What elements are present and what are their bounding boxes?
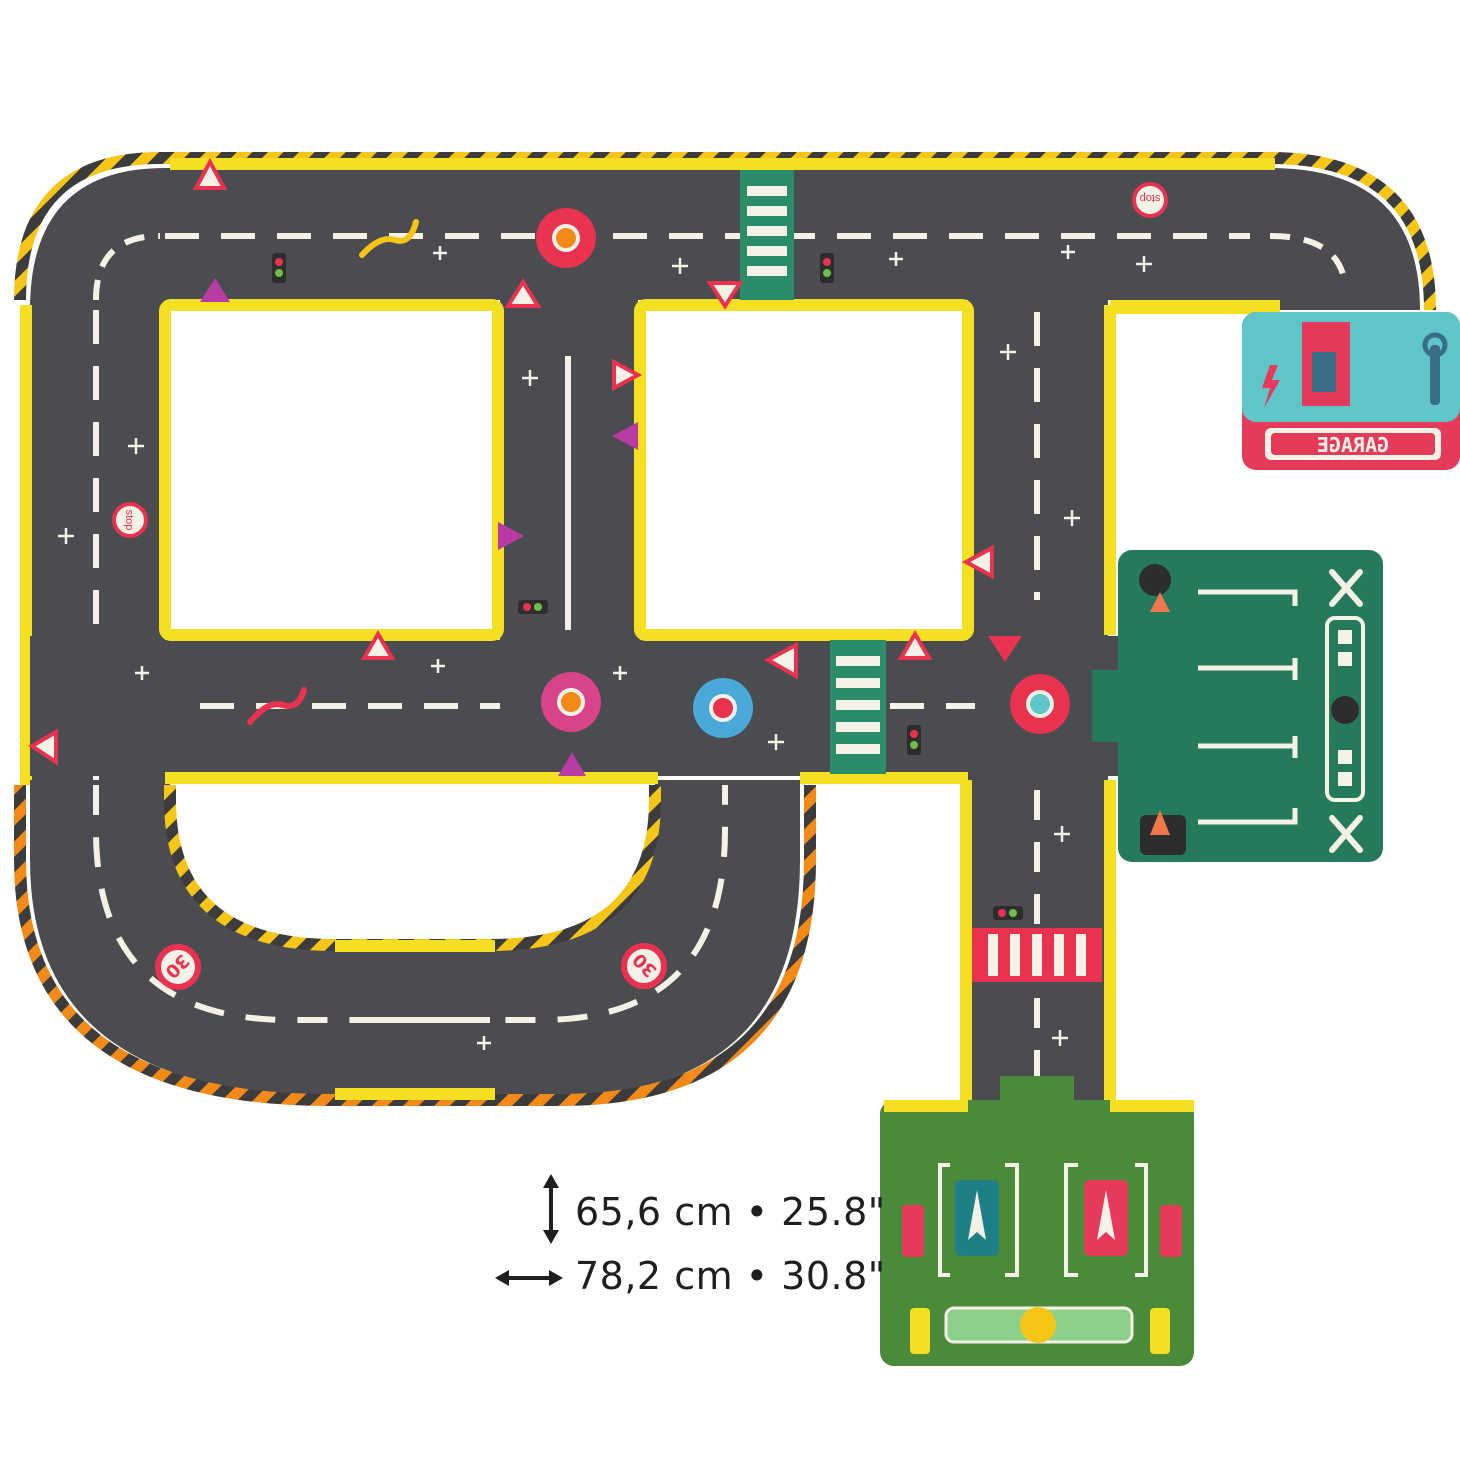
lightning-icon <box>1262 365 1280 408</box>
plug-sun-icon <box>1020 1307 1056 1343</box>
inner-block-left <box>159 299 504 641</box>
top-road <box>14 152 1436 311</box>
height-dimension: 65,6 cm • 25.8" <box>575 1190 886 1234</box>
checkered-flag-icon <box>1338 630 1352 786</box>
parking-lot <box>1092 550 1383 862</box>
vertical-double-arrow-icon <box>543 1174 559 1244</box>
crosswalk-top <box>740 170 794 300</box>
crosswalk-middle <box>830 640 886 774</box>
stop-sign-text-left: stop <box>123 510 135 531</box>
tire-icon <box>1331 696 1359 724</box>
crosswalk-bottom-red <box>972 928 1102 982</box>
warning-triangle-icon <box>28 157 994 776</box>
garage-tile: GARAGE <box>1242 312 1460 470</box>
curvy-arrow-icon <box>247 219 419 725</box>
stop-sign-icon: stop stop <box>112 182 1168 538</box>
stop-sign-text-top: stop <box>1140 192 1161 204</box>
yield-sign-icon <box>706 281 1022 662</box>
bottom-loop <box>14 780 816 1106</box>
inner-block-right <box>634 299 974 641</box>
horizontal-double-arrow-icon <box>495 1270 563 1286</box>
charging-station <box>880 1076 1194 1366</box>
right-road-upper <box>968 300 1280 640</box>
sparkle-icon <box>58 245 1152 1050</box>
roundabout-icon <box>536 208 1070 738</box>
width-dimension: 78,2 cm • 30.8" <box>575 1254 886 1298</box>
tires-stack-icon <box>1139 564 1186 855</box>
middle-road <box>500 300 638 640</box>
tool-crossed-wrench-icon <box>1329 569 1363 853</box>
charging-station-icon <box>902 1205 1182 1354</box>
parking-arrow-red-icon <box>1084 1180 1128 1256</box>
wrench-icon <box>1422 332 1448 405</box>
parking-arrow-blue-icon <box>955 1180 999 1256</box>
speed-limit-sign-icon: 30 30 <box>155 943 667 990</box>
traffic-light-icon <box>272 253 1023 920</box>
garage-label: GARAGE <box>1317 433 1389 457</box>
dimensions-legend: 65,6 cm • 25.8" 78,2 cm • 30.8" <box>490 1170 910 1320</box>
